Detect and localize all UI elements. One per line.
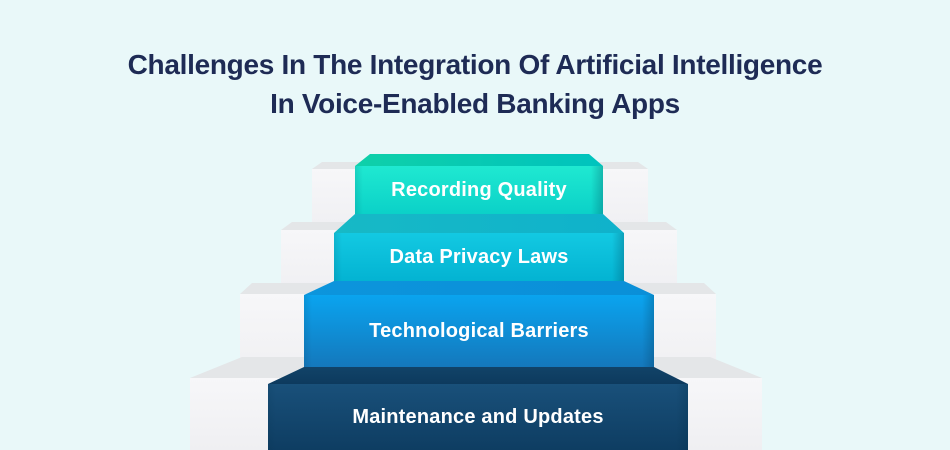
step-3-label: Technological Barriers <box>369 319 589 342</box>
step-2-top-face <box>334 214 624 233</box>
step-2-label: Data Privacy Laws <box>389 245 569 268</box>
step-1-recording-quality: Recording Quality <box>355 166 603 214</box>
step-2-data-privacy-laws: Data Privacy Laws <box>334 233 624 281</box>
page-title-line-2: In Voice-Enabled Banking Apps <box>270 87 680 119</box>
step-1-label: Recording Quality <box>391 178 567 201</box>
page-title: Challenges In The Integration Of Artific… <box>0 46 950 123</box>
step-4-label: Maintenance and Updates <box>352 405 604 428</box>
step-1-top-face <box>355 154 603 166</box>
step-3-top-face <box>304 281 654 295</box>
page-title-line-1: Challenges In The Integration Of Artific… <box>127 49 823 80</box>
step-4-top-face <box>268 367 688 384</box>
step-4-maintenance-and-updates: Maintenance and Updates <box>268 384 688 450</box>
step-3-technological-barriers: Technological Barriers <box>304 295 654 367</box>
